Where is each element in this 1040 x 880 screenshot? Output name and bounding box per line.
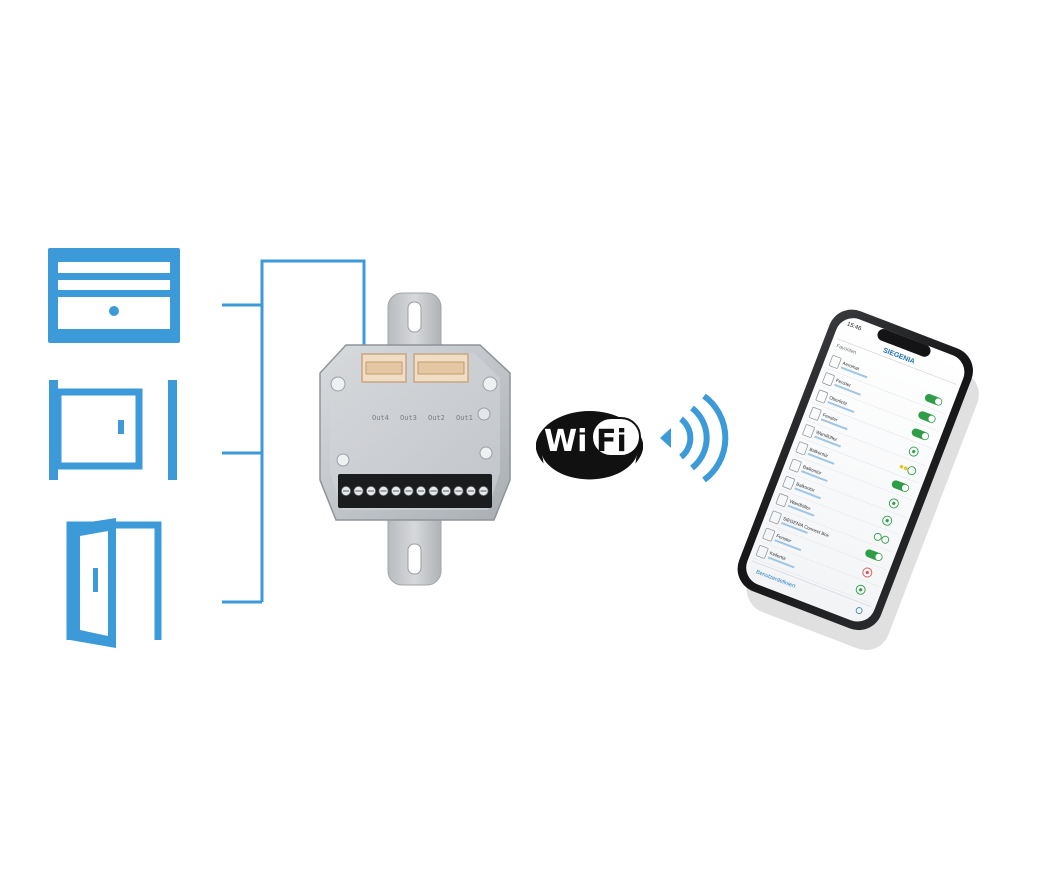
- phone-list-item[interactable]: Balkontür: [779, 475, 904, 536]
- phone-item-subtitle: [814, 435, 842, 448]
- device-thumb-icon: [815, 389, 829, 404]
- device-thumb-icon: [822, 372, 835, 387]
- phone-item-name: Fenster: [822, 412, 839, 422]
- device-thumb-icon: [789, 458, 802, 473]
- phone-list-item[interactable]: Kellertür: [752, 544, 878, 605]
- phone-item-name: Balkontür: [796, 481, 816, 493]
- terminal-block: [340, 485, 489, 496]
- device-thumb-icon: [808, 406, 822, 421]
- phone-item-subtitle: [827, 401, 855, 413]
- phone-list-item[interactable]: Fenster: [759, 527, 885, 587]
- device-label-out4: Out4: [372, 414, 389, 422]
- terminal-screw: [378, 485, 389, 496]
- toggle-switch-icon[interactable]: [911, 427, 931, 441]
- phone-list-item[interactable]: Oberlicht: [812, 389, 938, 449]
- phone-item-name: Fenster: [835, 378, 852, 388]
- phone-item-subtitle: [834, 383, 861, 396]
- device-thumb-icon: [802, 424, 815, 438]
- phone-list-item[interactable]: Fenster: [805, 406, 931, 466]
- toggle-switch-icon[interactable]: [891, 479, 911, 493]
- wifi-logo-wi: Wi: [544, 424, 587, 459]
- status-ring-icon[interactable]: [908, 446, 920, 458]
- device-thumb-icon: [828, 355, 842, 369]
- phone-item-subtitle: [767, 556, 795, 569]
- device-thumb-icon: [762, 527, 776, 542]
- phone-item-subtitle: [774, 539, 802, 552]
- wifi-logo-fi: Fi: [596, 424, 627, 459]
- terminal-screw: [415, 485, 426, 496]
- phone-item-name: Kellertür: [769, 550, 787, 561]
- device-thumb-icon: [775, 493, 789, 507]
- terminal-screw: [353, 485, 364, 496]
- phone-list-item[interactable]: Fenster: [819, 372, 944, 432]
- door-icon: [66, 518, 162, 648]
- wifi-signal-icon: [660, 393, 729, 483]
- home-icon[interactable]: [855, 607, 863, 615]
- terminal-screw: [465, 485, 476, 496]
- device-thumb-icon: [769, 510, 782, 525]
- status-ring-icon[interactable]: [861, 567, 873, 579]
- terminal-screw: [428, 485, 439, 496]
- device-thumb-icon: [755, 545, 769, 559]
- phone-item-subtitle: [820, 418, 848, 431]
- phone-list-item[interactable]: Aeromat: [825, 355, 951, 415]
- phone-list-item[interactable]: Balkontür: [785, 458, 911, 518]
- smartphone: 15:46 SIEGENIA Favoriten AeromatFensterO…: [737, 309, 979, 651]
- phone-item-name: Oberlicht: [829, 395, 849, 407]
- phone-item-subtitle: [787, 504, 815, 517]
- gate-icon: [49, 380, 177, 480]
- phone-screen: [746, 318, 965, 622]
- terminal-screw: [453, 485, 464, 496]
- status-ring-icon[interactable]: [881, 515, 893, 527]
- status-ring-icon[interactable]: [855, 584, 867, 596]
- wifi-logo: Wi Fi: [536, 411, 643, 486]
- phone-item-name: Aeromat: [842, 360, 861, 371]
- toggle-switch-icon[interactable]: [924, 393, 944, 407]
- phone-item-subtitle: [807, 452, 835, 465]
- terminal-screw: [365, 485, 376, 496]
- device-label-out2: Out2: [428, 414, 445, 422]
- phone-item-name: Balkontür: [809, 447, 829, 459]
- terminal-screw: [403, 485, 414, 496]
- terminal-screw: [478, 485, 489, 496]
- garage-door-icon: [48, 248, 180, 343]
- device-thumb-icon: [795, 441, 809, 456]
- status-ring-icon[interactable]: [888, 498, 900, 510]
- terminal-screw: [390, 485, 401, 496]
- phone-time: 15:46: [846, 321, 863, 332]
- phone-item-name: Balkontür: [802, 464, 822, 476]
- connection-lines: [222, 259, 366, 604]
- device-thumb-icon: [782, 476, 795, 490]
- controller-device-icon: Out4 Out3 Out2 Out1: [319, 292, 511, 586]
- level-dots-icon[interactable]: [898, 462, 917, 476]
- phone-item-subtitle: [840, 366, 868, 379]
- toggle-switch-icon[interactable]: [917, 410, 937, 424]
- phone-item-name: Fenster: [776, 533, 793, 543]
- phone-item-subtitle: [781, 521, 808, 534]
- phone-list-item[interactable]: Balkontür: [792, 441, 918, 501]
- device-label-out3: Out3: [400, 414, 417, 422]
- toggle-switch-icon[interactable]: [864, 548, 884, 562]
- phone-item-subtitle: [800, 470, 828, 483]
- device-label-out1: Out1: [456, 414, 473, 422]
- terminal-screw: [440, 485, 451, 496]
- fan-level-icon[interactable]: [873, 532, 890, 544]
- phone-item-subtitle: [794, 487, 822, 500]
- terminal-screw: [340, 485, 351, 496]
